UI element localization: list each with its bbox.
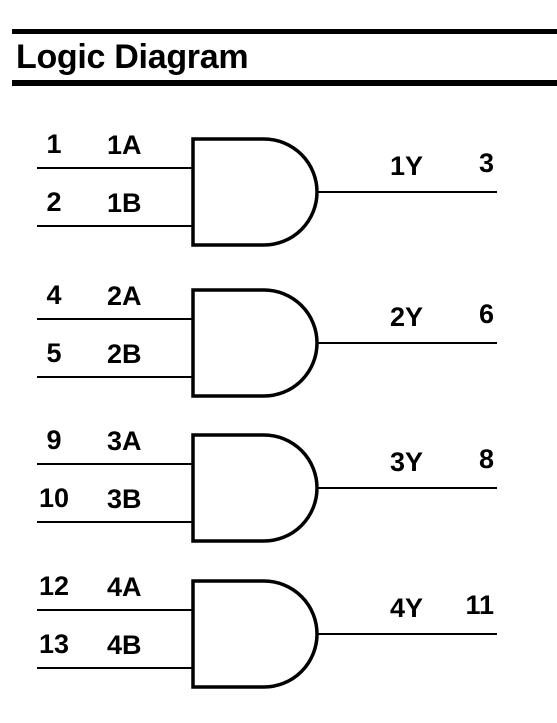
input-name: 2A [107, 281, 142, 311]
output-name: 3Y [390, 447, 423, 477]
input-pin-number: 1 [46, 129, 61, 159]
input-name: 3B [107, 484, 142, 514]
input-pin-number: 10 [39, 483, 69, 513]
output-pin-number: 3 [479, 148, 494, 178]
and-gate-3: 9 3A 10 3B 3Y 8 [37, 425, 497, 543]
input-pin-number: 9 [46, 425, 61, 455]
and-gate-body [191, 579, 319, 689]
output-pin-number: 6 [479, 299, 494, 329]
and-gate-body [191, 433, 319, 543]
and-gate-body [191, 137, 319, 247]
input-name: 4A [107, 572, 142, 602]
output-name: 1Y [390, 151, 423, 181]
and-gate-body [191, 288, 319, 398]
input-name: 3A [107, 426, 142, 456]
output-pin-number: 8 [479, 444, 494, 474]
title-rule-bottom [12, 80, 557, 86]
input-pin-number: 12 [39, 571, 69, 601]
output-name: 2Y [390, 302, 423, 332]
input-name: 1B [107, 188, 142, 218]
input-pin-number: 13 [39, 629, 69, 659]
page-title: Logic Diagram [16, 38, 249, 76]
input-pin-number: 5 [46, 338, 61, 368]
and-gate-1: 1 1A 2 1B 1Y 3 [37, 129, 497, 247]
input-name: 1A [107, 130, 142, 160]
input-name: 2B [107, 339, 142, 369]
and-gate-4: 12 4A 13 4B 4Y 11 [37, 571, 497, 689]
and-gate-2: 4 2A 5 2B 2Y 6 [37, 280, 497, 398]
output-pin-number: 11 [465, 590, 494, 620]
title-rule-top [12, 29, 557, 34]
input-pin-number: 2 [46, 187, 61, 217]
input-name: 4B [107, 630, 142, 660]
input-pin-number: 4 [46, 280, 61, 310]
output-name: 4Y [390, 593, 423, 623]
